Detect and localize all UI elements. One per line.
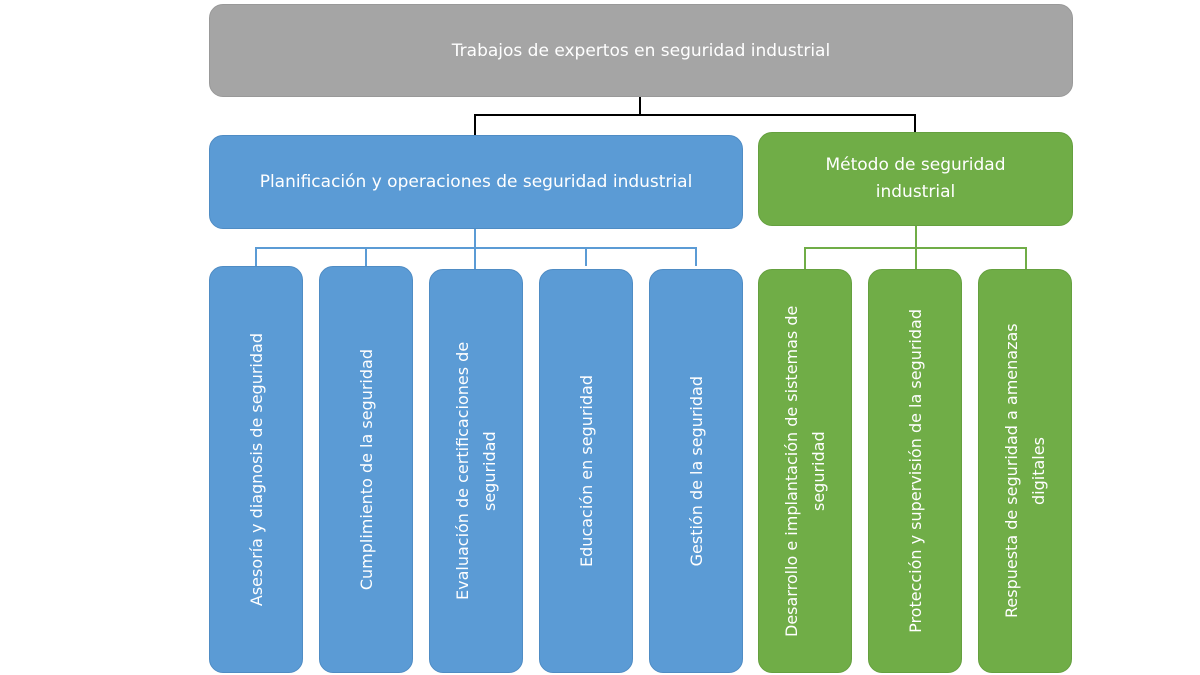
connector-green-drop-3 — [1025, 247, 1027, 269]
node-label: Respuesta de seguridad a amenazas digita… — [1002, 323, 1048, 619]
branch-metodo: Método de seguridad industrial — [758, 132, 1073, 226]
root-node: Trabajos de expertos en seguridad indust… — [209, 4, 1073, 97]
root-node-label: Trabajos de expertos en seguridad indust… — [451, 40, 831, 61]
branch-metodo-label: Método de seguridad industrial — [825, 155, 1006, 202]
connector-root-stem — [639, 97, 641, 116]
node-desarrollo: Desarrollo e implantación de sistemas de… — [758, 269, 852, 673]
node-asesoria: Asesoría y diagnosis de seguridad — [209, 266, 303, 673]
connector-blue-drop-2 — [365, 247, 367, 266]
node-educacion: Educación en seguridad — [539, 269, 633, 673]
node-label: Evaluación de certificaciones de segurid… — [453, 341, 499, 601]
node-label: Desarrollo e implantación de sistemas de… — [782, 305, 828, 637]
branch-planificacion-label: Planificación y operaciones de seguridad… — [259, 172, 693, 192]
node-label: Cumplimiento de la seguridad — [356, 348, 376, 591]
node-label: Protección y supervisión de la seguridad — [905, 309, 925, 633]
connector-blue-drop-1 — [255, 247, 257, 266]
node-gestion: Gestión de la seguridad — [649, 269, 743, 673]
connector-blue-stem — [474, 229, 476, 269]
connector-root-to-green — [914, 114, 916, 132]
node-label: Educación en seguridad — [576, 375, 596, 567]
connector-green-bar — [804, 247, 1027, 249]
connector-root-to-blue — [474, 114, 476, 135]
node-label: Gestión de la seguridad — [686, 375, 706, 567]
node-cumplimiento: Cumplimiento de la seguridad — [319, 266, 413, 673]
connector-root-bar — [474, 114, 916, 116]
connector-blue-bar — [255, 247, 697, 249]
connector-blue-drop-5 — [695, 247, 697, 266]
connector-blue-drop-4 — [585, 247, 587, 266]
branch-planificacion: Planificación y operaciones de seguridad… — [209, 135, 743, 229]
node-proteccion: Protección y supervisión de la seguridad — [868, 269, 962, 673]
node-evaluacion: Evaluación de certificaciones de segurid… — [429, 269, 523, 673]
node-label: Asesoría y diagnosis de seguridad — [246, 332, 266, 607]
node-respuesta: Respuesta de seguridad a amenazas digita… — [978, 269, 1072, 673]
connector-green-drop-1 — [804, 247, 806, 269]
